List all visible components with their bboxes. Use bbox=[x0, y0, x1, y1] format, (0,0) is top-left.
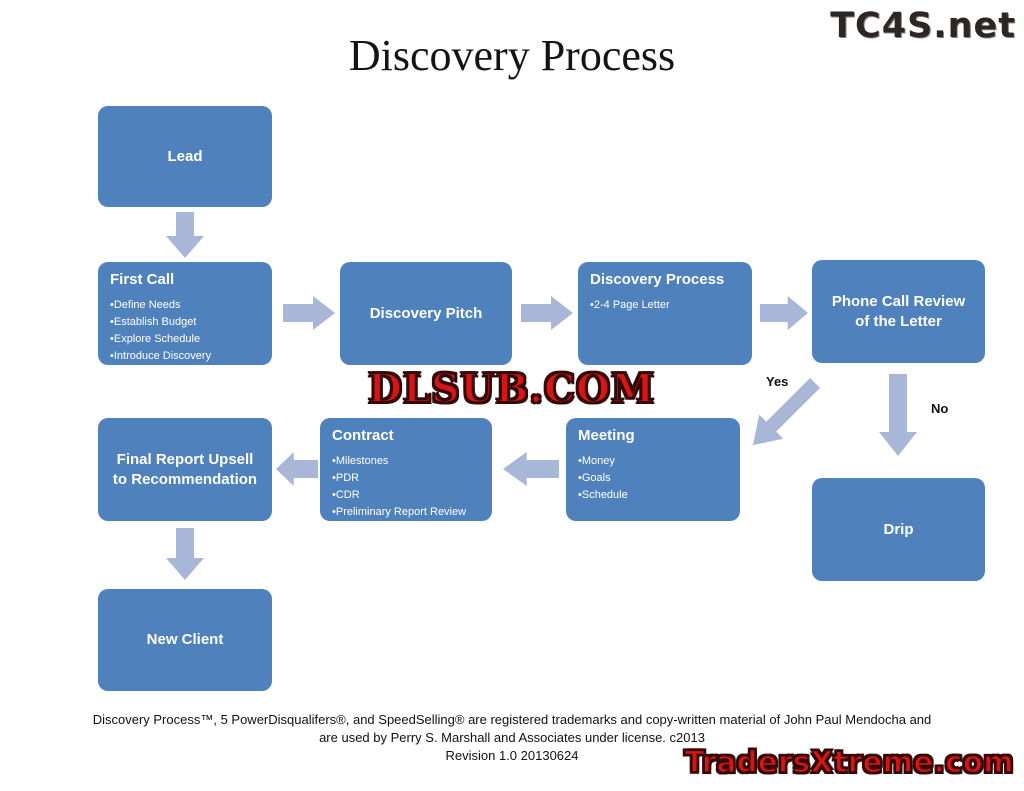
bullet-item: Explore Schedule bbox=[110, 331, 262, 348]
node-discovery-process: Discovery Process 2-4 Page Letter bbox=[578, 262, 752, 365]
node-meeting: Meeting Money Goals Schedule bbox=[566, 418, 740, 521]
bullet-item: Preliminary Report Review bbox=[332, 504, 482, 521]
arrow-right-pitch-to-process-icon bbox=[521, 296, 573, 330]
bullet-item: Goals bbox=[578, 470, 730, 487]
footer-line-2: are used by Perry S. Marshall and Associ… bbox=[319, 730, 705, 745]
edge-label-no: No bbox=[931, 401, 949, 416]
arrow-right-process-to-phone-icon bbox=[760, 296, 808, 330]
arrow-diagonal-phone-to-meeting-icon bbox=[752, 377, 821, 446]
arrow-down-final-report-to-new-client-icon bbox=[166, 528, 204, 580]
node-first-call: First Call Define Needs Establish Budget… bbox=[98, 262, 272, 365]
arrow-down-lead-to-first-call-icon bbox=[166, 212, 204, 258]
node-discovery-pitch-label: Discovery Pitch bbox=[369, 304, 483, 322]
bullet-item: Milestones bbox=[332, 453, 482, 470]
node-first-call-title: First Call bbox=[110, 271, 175, 288]
node-lead: Lead bbox=[98, 106, 272, 207]
bullet-item: Schedule bbox=[578, 487, 730, 504]
node-new-client: New Client bbox=[98, 589, 272, 691]
node-phone-call-review: Phone Call Review of the Letter bbox=[812, 260, 985, 363]
arrow-down-phone-to-drip-icon bbox=[879, 374, 917, 456]
bullet-item: Establish Budget bbox=[110, 314, 262, 331]
node-meeting-title: Meeting bbox=[578, 427, 635, 444]
page-title: Discovery Process bbox=[348, 31, 676, 80]
bullet-item: PDR bbox=[332, 470, 482, 487]
node-final-report: Final Report Upsell to Recommendation bbox=[98, 418, 272, 521]
watermark-dlsub: DLSUB.COM bbox=[367, 365, 656, 413]
node-drip: Drip bbox=[812, 478, 985, 581]
bullet-item: Introduce Discovery bbox=[110, 348, 262, 365]
bullet-item: CDR bbox=[332, 487, 482, 504]
node-discovery-pitch: Discovery Pitch bbox=[340, 262, 512, 365]
node-lead-label: Lead bbox=[167, 147, 203, 165]
node-phone-call-review-label: Phone Call Review of the Letter bbox=[831, 293, 966, 330]
footer-line-3: Revision 1.0 20130624 bbox=[445, 748, 579, 763]
edge-label-yes: Yes bbox=[766, 374, 789, 389]
node-final-report-label: Final Report Upsell to Recommendation bbox=[112, 451, 258, 488]
node-new-client-label: New Client bbox=[146, 631, 224, 649]
node-contract-title: Contract bbox=[332, 427, 394, 444]
watermark-tradersxtreme: TradersXtreme.com bbox=[684, 744, 1014, 780]
footer-line-1: Discovery Process™, 5 PowerDisqualifers®… bbox=[92, 712, 932, 727]
bullet-item: Money bbox=[578, 453, 730, 470]
footer-text: Discovery Process™, 5 PowerDisqualifers®… bbox=[0, 711, 1024, 765]
node-contract: Contract Milestones PDR CDR Preliminary … bbox=[320, 418, 492, 521]
bullet-item: Define Needs bbox=[110, 297, 262, 314]
node-discovery-process-bullets: 2-4 Page Letter bbox=[590, 297, 742, 314]
node-meeting-bullets: Money Goals Schedule bbox=[578, 453, 730, 504]
bullet-item: 2-4 Page Letter bbox=[590, 297, 742, 314]
node-first-call-bullets: Define Needs Establish Budget Explore Sc… bbox=[110, 297, 262, 365]
node-discovery-process-title: Discovery Process bbox=[590, 271, 725, 288]
arrow-right-first-call-to-pitch-icon bbox=[283, 296, 335, 330]
arrow-left-meeting-to-contract-icon bbox=[503, 452, 559, 486]
node-drip-label: Drip bbox=[883, 520, 914, 538]
node-contract-bullets: Milestones PDR CDR Preliminary Report Re… bbox=[332, 453, 482, 521]
arrow-left-contract-to-final-report-icon bbox=[276, 452, 318, 486]
watermark-tc4s: TC4S.net bbox=[830, 6, 1016, 46]
